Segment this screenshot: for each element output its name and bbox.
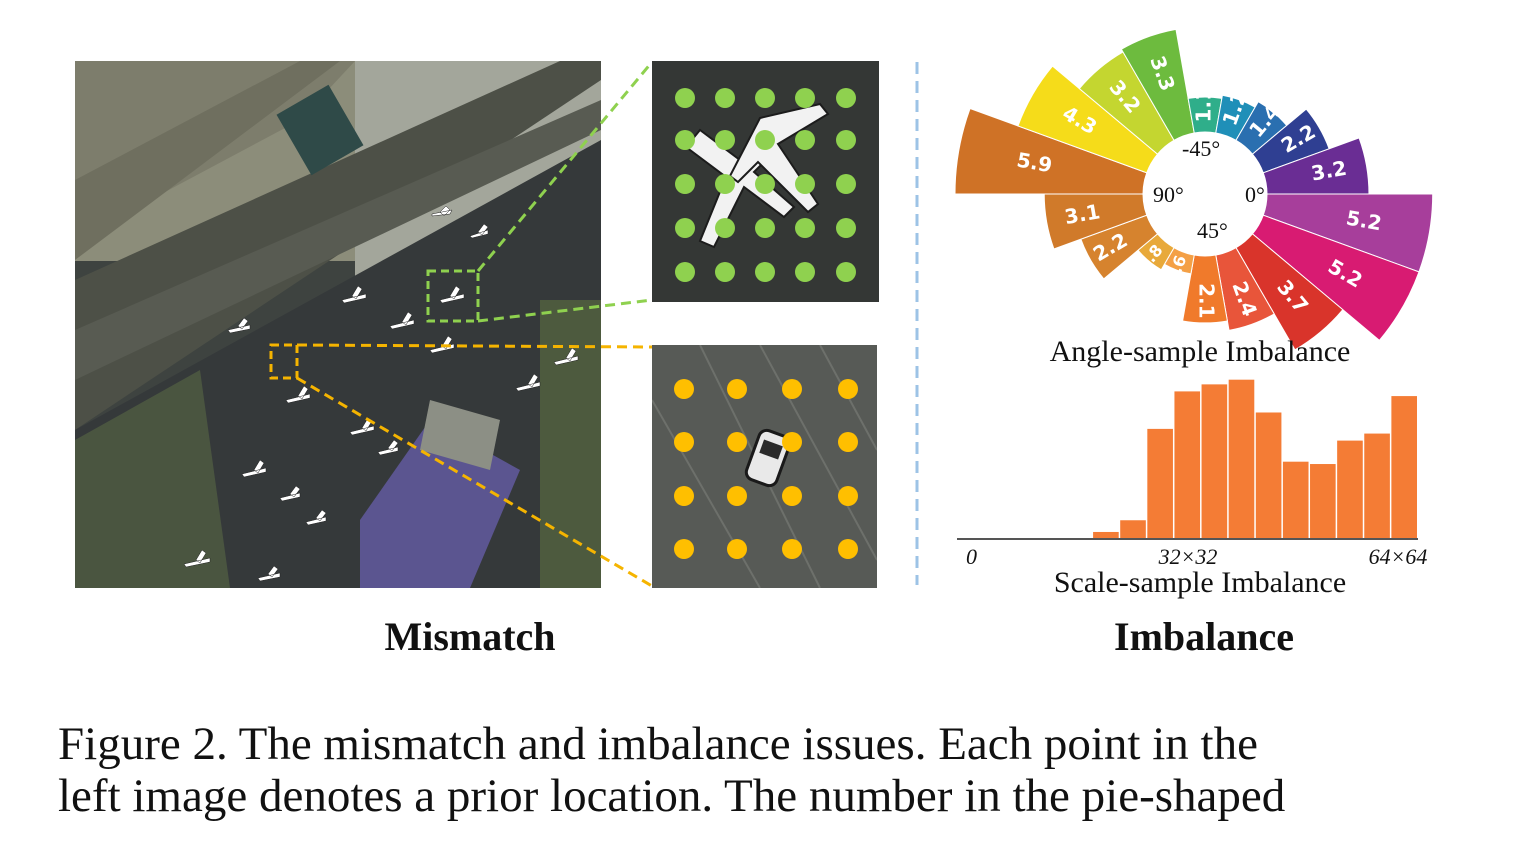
green-connector-top (476, 61, 654, 272)
green-prior-point (675, 174, 695, 194)
zoom-panel-green (652, 61, 879, 302)
orange-roi-box (269, 343, 299, 380)
scale-histogram (957, 379, 1417, 539)
orange-prior-point (674, 486, 694, 506)
polar-center-labels: -45° 90° 0° 45° (1153, 136, 1265, 243)
orange-prior-point (674, 539, 694, 559)
histogram-bar (1255, 412, 1282, 539)
orange-connector-top (296, 343, 653, 349)
histogram-bar (1337, 440, 1363, 539)
tick-label-32: 32×32 (1158, 544, 1218, 569)
orange-connector-bottom (296, 376, 653, 588)
green-prior-point (675, 130, 695, 150)
histogram-bar (1174, 391, 1201, 539)
figure-canvas: 5.25.23.72.42.10.60.82.23.15.94.33.23.31… (75, 28, 1434, 659)
angle-chart-caption: Angle-sample Imbalance (1050, 335, 1351, 368)
histogram-bar (1120, 520, 1146, 539)
histogram-bar (1364, 433, 1390, 539)
green-prior-point (836, 262, 856, 282)
green-prior-point (715, 218, 735, 238)
caption-line-1: Figure 2. The mismatch and imbalance iss… (58, 718, 1258, 770)
center-label-45: 45° (1197, 218, 1228, 243)
green-prior-point (836, 174, 856, 194)
green-prior-point (675, 218, 695, 238)
green-prior-point (715, 174, 735, 194)
zoom-car (744, 428, 792, 488)
orange-prior-point (838, 539, 858, 559)
green-prior-point (836, 88, 856, 108)
orange-prior-points (674, 379, 858, 559)
green-prior-point (755, 218, 775, 238)
orange-prior-point (838, 432, 858, 452)
green-prior-point (755, 262, 775, 282)
center-label-minus45: -45° (1182, 136, 1220, 161)
orange-prior-point (838, 379, 858, 399)
green-prior-point (715, 88, 735, 108)
green-prior-points (675, 88, 856, 282)
green-prior-point (715, 262, 735, 282)
green-prior-point (755, 130, 775, 150)
histogram-bar (1310, 464, 1336, 539)
green-prior-point (675, 262, 695, 282)
zoom-panel-orange (652, 345, 877, 588)
green-prior-point (675, 88, 695, 108)
histogram-bar (1093, 531, 1119, 539)
center-label-90: 90° (1153, 182, 1184, 207)
polar-slice-label: 2.1 (1195, 283, 1219, 318)
imbalance-heading: Imbalance (1114, 614, 1294, 659)
mismatch-heading: Mismatch (384, 614, 555, 659)
tick-label-64: 64×64 (1369, 544, 1428, 569)
orange-prior-point (782, 432, 802, 452)
orange-prior-point (838, 486, 858, 506)
green-prior-point (755, 88, 775, 108)
green-roi-box (426, 269, 480, 323)
orange-prior-point (674, 432, 694, 452)
scale-chart-caption: Scale-sample Imbalance (1054, 566, 1346, 599)
figure-caption: Figure 2. The mismatch and imbalance iss… (58, 718, 1498, 822)
histogram-bar (1391, 396, 1417, 539)
green-connector-bottom (477, 298, 653, 323)
orange-prior-point (782, 486, 802, 506)
orange-prior-point (674, 379, 694, 399)
tick-label-0: 0 (966, 544, 977, 569)
orange-prior-point (727, 486, 747, 506)
green-prior-point (795, 174, 815, 194)
histogram-bar (1147, 428, 1173, 539)
orange-prior-point (782, 379, 802, 399)
histogram-bar (1228, 379, 1255, 539)
polar-center-hole (1143, 132, 1267, 256)
green-prior-point (755, 174, 775, 194)
airplanes (183, 205, 579, 582)
green-prior-point (795, 218, 815, 238)
green-prior-point (795, 262, 815, 282)
center-label-0: 0° (1245, 182, 1265, 207)
orange-prior-point (727, 432, 747, 452)
polar-slice-label: 1.1 (1192, 87, 1216, 122)
green-prior-point (795, 88, 815, 108)
orange-prior-point (727, 379, 747, 399)
green-prior-point (715, 130, 735, 150)
orange-prior-point (782, 539, 802, 559)
histogram-bar (1201, 384, 1228, 539)
caption-line-2: left image denotes a prior location. The… (58, 770, 1286, 822)
green-prior-point (836, 130, 856, 150)
green-prior-point (836, 218, 856, 238)
angle-polar-chart: 5.25.23.72.42.10.60.82.23.15.94.33.23.31… (954, 28, 1434, 351)
orange-prior-point (727, 539, 747, 559)
aerial-image (75, 61, 601, 588)
green-prior-point (795, 130, 815, 150)
histogram-bar (1282, 461, 1309, 539)
